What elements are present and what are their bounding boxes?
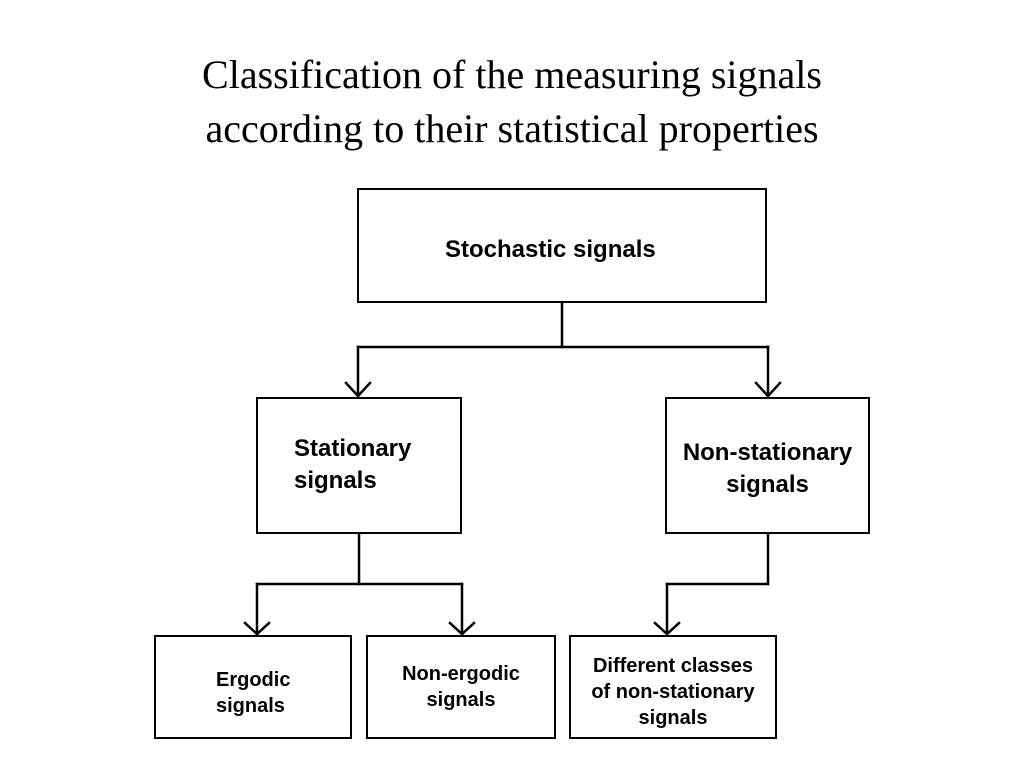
node-label: Different classes of non-stationary sign… <box>591 655 755 729</box>
node-ergodic-signals: Ergodic signals <box>154 635 352 739</box>
arrowhead-non-stationary <box>754 381 782 398</box>
node-label: Stationary signals <box>294 435 412 494</box>
node-stochastic-signals: Stochastic signals <box>357 188 767 303</box>
arrowhead-ergodic <box>243 621 271 636</box>
arrowhead-stationary <box>344 381 372 398</box>
arrowhead-different-classes <box>653 621 681 636</box>
node-non-ergodic-signals: Non-ergodic signals <box>366 635 556 739</box>
node-label: Ergodic signals <box>216 669 291 717</box>
arrowhead-non-ergodic <box>448 621 476 636</box>
node-different-classes: Different classes of non-stationary sign… <box>569 635 777 739</box>
node-non-stationary-signals: Non-stationary signals <box>665 397 870 534</box>
node-label: Non-stationary signals <box>682 439 853 498</box>
title-line-1: Classification of the measuring signals <box>202 52 822 97</box>
node-label: Stochastic signals <box>445 236 656 263</box>
node-label: Non-ergodic signals <box>402 663 520 711</box>
title-line-2: according to their statistical propertie… <box>205 106 819 151</box>
node-stationary-signals: Stationary signals <box>256 397 462 534</box>
page-title: Classification of the measuring signals … <box>0 48 1024 156</box>
